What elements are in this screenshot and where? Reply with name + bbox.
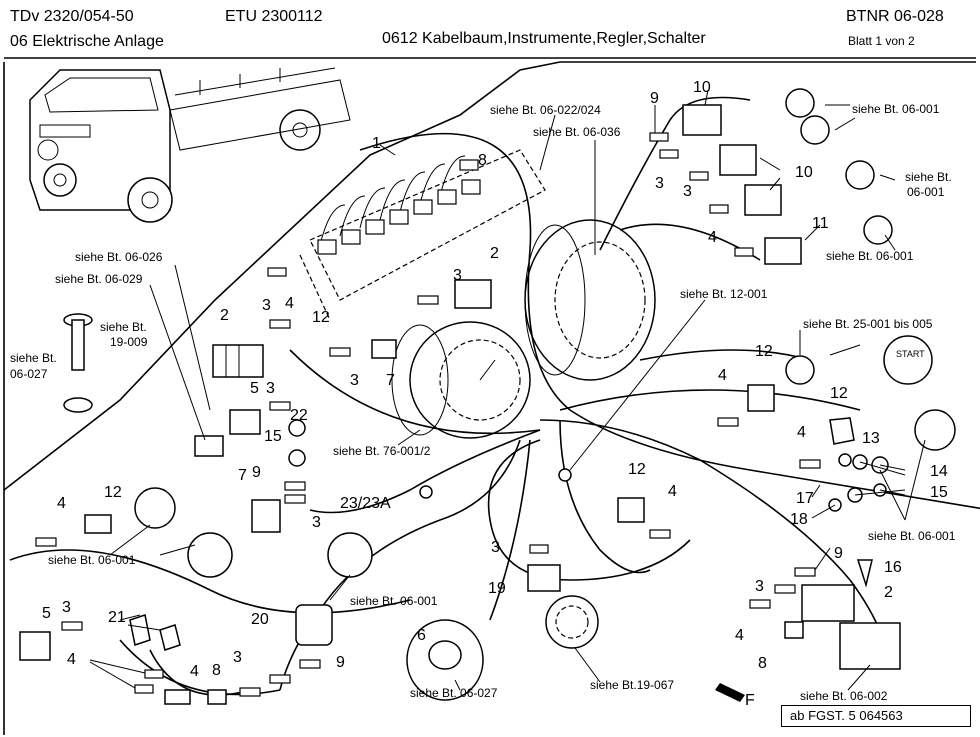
callout: 4 [797, 424, 806, 441]
callout: 21 [108, 609, 126, 626]
callout: 2 [490, 245, 499, 262]
terminals [35, 132, 821, 697]
callout: 18 [790, 511, 808, 528]
callout: 8 [758, 655, 767, 672]
callout: 14 [930, 463, 948, 480]
callout: 10 [795, 164, 813, 181]
callout: 4 [190, 663, 199, 680]
ref-06-001-b1: siehe Bt. [905, 170, 952, 184]
arrow-f-label: F [745, 692, 755, 709]
ref-06-027-c: siehe Bt. 06-027 [410, 686, 498, 700]
callout: 9 [336, 654, 345, 671]
callout: 3 [491, 539, 500, 556]
callout: 15 [930, 484, 948, 501]
callout: 4 [708, 229, 717, 246]
callout: 12 [628, 461, 646, 478]
callout: 12 [755, 343, 773, 360]
callout: 9 [252, 464, 261, 481]
callout: 3 [266, 380, 275, 397]
label-23-23a: 23/23A [340, 495, 391, 512]
speedometer-gauge [391, 321, 531, 439]
ref-06-027-b: 06-027 [10, 367, 48, 381]
callout: 3 [350, 372, 359, 389]
callout: 3 [755, 578, 764, 595]
callout: 10 [693, 79, 711, 96]
callout: 4 [57, 495, 66, 512]
callout: 4 [285, 295, 294, 312]
ref-06-001-c: siehe Bt. 06-001 [826, 249, 914, 263]
ref-06-001-f: siehe Bt. 06-001 [868, 529, 956, 543]
callout: 3 [655, 175, 664, 192]
harness-boundary [3, 61, 976, 491]
callout: 16 [884, 559, 902, 576]
ref-06-027-a: siehe Bt. [10, 351, 57, 365]
start-label: START [896, 349, 925, 359]
sheet-number: Blatt 1 von 2 [848, 34, 915, 48]
fgst-footer: ab FGST. 5 064563 [781, 705, 971, 727]
ref-76-001-2: siehe Bt. 76-001/2 [333, 444, 431, 458]
ref-19-009-b: 19-009 [110, 335, 148, 349]
callout: 3 [453, 267, 462, 284]
callout: 3 [62, 599, 71, 616]
callout: 4 [718, 367, 727, 384]
ref-06-026: siehe Bt. 06-026 [75, 250, 163, 264]
leader-lines [89, 89, 926, 691]
callout: 9 [650, 90, 659, 107]
ref-06-001-a: siehe Bt. 06-001 [852, 102, 940, 116]
callout: 3 [683, 183, 692, 200]
callout: 8 [478, 152, 487, 169]
ref-06-001-e: siehe Bt. 06-001 [350, 594, 438, 608]
section-title: 0612 Kabelbaum,Instrumente,Regler,Schalt… [382, 30, 706, 47]
callout: 11 [812, 215, 829, 232]
callout: 13 [862, 430, 880, 447]
callout-numbers: 1 2 2 2 3 3 3 3 3 3 3 3 3 3 3 4 4 4 4 4 … [42, 79, 948, 680]
callout: 19 [488, 580, 506, 597]
callout: 20 [251, 611, 269, 628]
ref-19-067: siehe Bt.19-067 [590, 678, 674, 692]
ref-06-029: siehe Bt. 06-029 [55, 272, 143, 286]
ref-19-009-a: siehe Bt. [100, 320, 147, 334]
callout: 5 [250, 380, 259, 397]
callout: 2 [884, 584, 893, 601]
callout: 3 [312, 514, 321, 531]
doc-code: TDv 2320/054-50 [10, 8, 134, 25]
ref-06-036: siehe Bt. 06-036 [533, 125, 621, 139]
callout: 1 [372, 135, 381, 152]
callout: 3 [233, 649, 242, 666]
etu-code: ETU 2300112 [225, 8, 323, 25]
truck-illustration [29, 67, 351, 223]
ref-06-022-024: siehe Bt. 06-022/024 [490, 103, 601, 117]
callout: 4 [668, 483, 677, 500]
callout: 12 [830, 385, 848, 402]
callout: 2 [220, 307, 229, 324]
callout: 22 [290, 407, 308, 424]
btnr-number: BTNR 06-028 [846, 8, 944, 25]
callout: 4 [67, 651, 76, 668]
ref-25-001: siehe Bt. 25-001 bis 005 [803, 317, 933, 331]
callout: 8 [212, 662, 221, 679]
ref-06-002: siehe Bt. 06-002 [800, 689, 888, 703]
ref-12-001: siehe Bt. 12-001 [680, 287, 768, 301]
ref-06-001-d: siehe Bt. 06-001 [48, 553, 136, 567]
callout: 6 [417, 627, 426, 644]
ref-06-001-b2: 06-001 [907, 185, 945, 199]
instrument-panel [299, 149, 546, 321]
callout: 12 [312, 309, 330, 326]
callout: 15 [264, 428, 282, 445]
group-title: 06 Elektrische Anlage [10, 33, 164, 50]
callout: 5 [42, 605, 51, 622]
callout: 9 [834, 545, 843, 562]
tachometer-gauge [524, 219, 656, 381]
callout: 4 [735, 627, 744, 644]
callout: 7 [238, 467, 247, 484]
callout: 7 [386, 372, 395, 389]
callout: 17 [796, 490, 814, 507]
callout: 12 [104, 484, 122, 501]
callout: 3 [262, 297, 271, 314]
